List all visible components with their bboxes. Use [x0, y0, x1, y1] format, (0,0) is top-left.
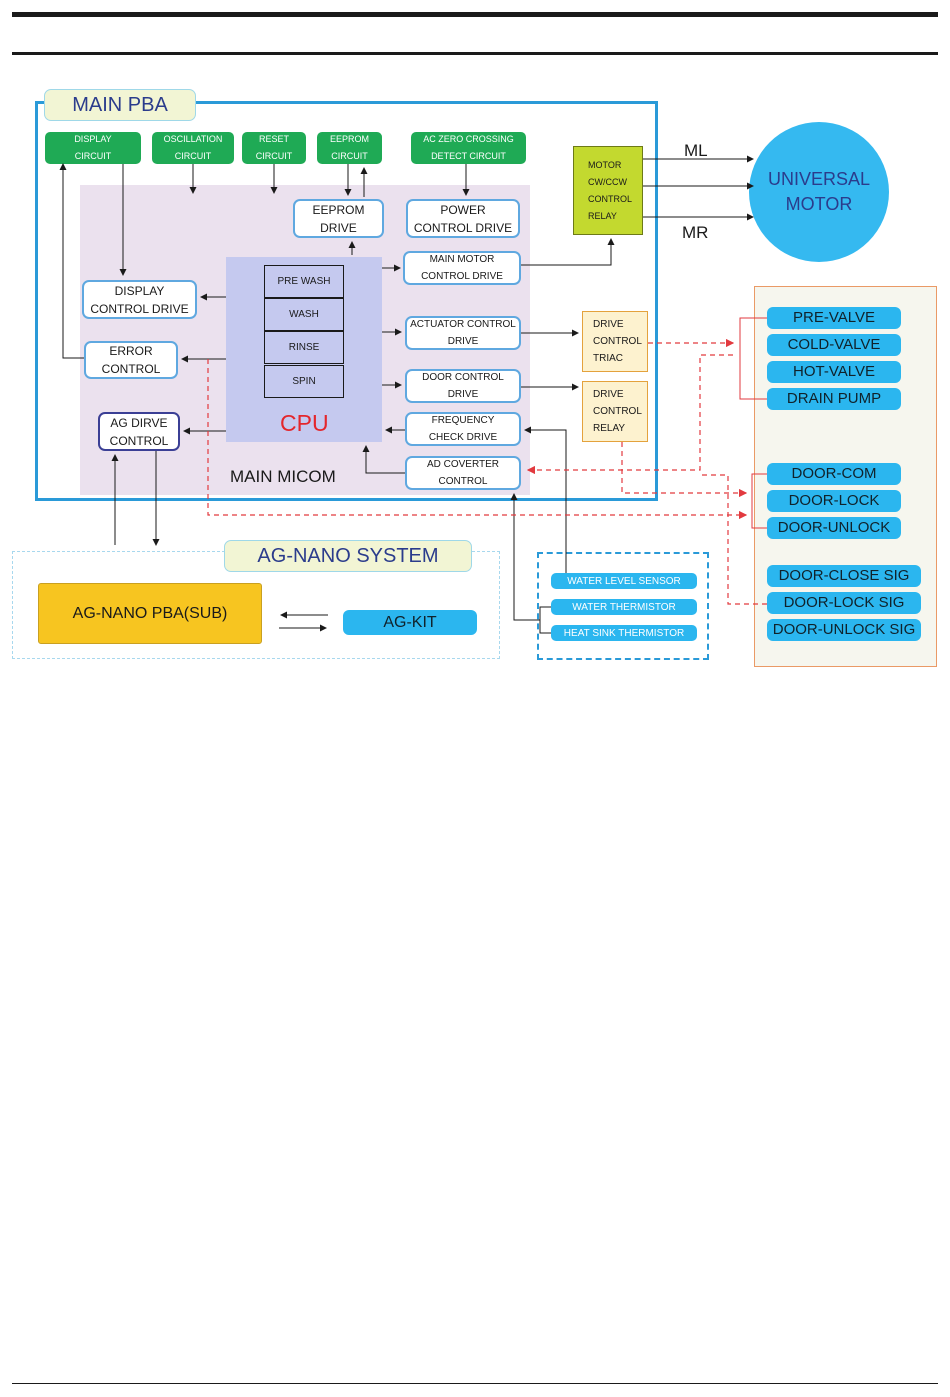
main-micom-label: MAIN MICOM: [230, 467, 336, 486]
actuator-control-drive: ACTUATOR CONTROL DRIVE: [405, 316, 521, 350]
frequency-check-drive: FREQUENCY CHECK DRIVE: [405, 412, 521, 446]
cpu-label: CPU: [280, 410, 329, 436]
error-to-display-circuit: [59, 163, 84, 359]
motor-ml-label: ML: [684, 141, 708, 160]
ag-nano-pba-sub: AG-NANO PBA(SUB): [38, 583, 262, 644]
display-circuit: DISPLAY CIRCUIT: [45, 132, 141, 164]
cpu-block: [226, 257, 382, 442]
door-close-sig: DOOR-CLOSE SIG: [767, 565, 921, 587]
power-control-drive: POWER CONTROL DRIVE: [406, 199, 520, 238]
drain-pump: DRAIN PUMP: [767, 388, 901, 410]
door-lock-sig: DOOR-LOCK SIG: [767, 592, 921, 614]
cpu-stage-pre-wash: PRE WASH: [264, 265, 344, 298]
universal-motor: UNIVERSAL MOTOR: [749, 122, 889, 262]
motor-cw-ccw-relay: MOTOR CW/CCW CONTROL RELAY: [573, 146, 643, 235]
display-control-drive: DISPLAY CONTROL DRIVE: [82, 280, 197, 319]
hot-valve: HOT-VALVE: [767, 361, 901, 383]
main-pba-title-text: MAIN PBA: [72, 93, 168, 116]
motor-mr-label: MR: [682, 223, 709, 242]
ag-nano-title-text: AG-NANO SYSTEM: [257, 544, 439, 567]
drive-control-relay: DRIVE CONTROL RELAY: [582, 381, 648, 442]
cpu-stage-spin: SPIN: [264, 365, 344, 398]
pre-valve: PRE-VALVE: [767, 307, 901, 329]
valve-feedback-to-ad: [526, 354, 733, 475]
oscillation-circuit: OSCILLATION CIRCUIT: [152, 132, 234, 164]
header-rule: [12, 52, 938, 55]
cpu-stage-wash: WASH: [264, 298, 344, 331]
footer-rule: [12, 1383, 938, 1384]
door-unlock-sig: DOOR-UNLOCK SIG: [767, 619, 921, 641]
ad-converter-control: AD COVERTER CONTROL: [405, 456, 521, 490]
door-signal-feedback: [700, 474, 767, 605]
door-com: DOOR-COM: [767, 463, 901, 485]
cpu-stage-rinse: RINSE: [264, 331, 344, 364]
ac-zero-crossing-circuit: AC ZERO CROSSING DETECT CIRCUIT: [411, 132, 526, 164]
error-control: ERROR CONTROL: [84, 341, 178, 379]
thermistors-to-ad-converter: [510, 493, 551, 621]
ag-kit: AG-KIT: [343, 610, 477, 635]
main-motor-control-drive: MAIN MOTOR CONTROL DRIVE: [403, 251, 521, 285]
drive-control-triac: DRIVE CONTROL TRIAC: [582, 311, 648, 372]
ag-nano-title: AG-NANO SYSTEM: [224, 540, 472, 572]
eeprom-circuit: EEPROM CIRCUIT: [317, 132, 382, 164]
eeprom-drive: EEPROM DRIVE: [293, 199, 384, 238]
water-level-to-frequency: [524, 426, 567, 573]
ag-drive-control: AG DIRVE CONTROL: [98, 412, 180, 451]
heat-sink-thermistor: HEAT SINK THERMISTOR: [551, 625, 697, 641]
door-output-bracket: [751, 473, 767, 529]
sensor-frame: [537, 552, 709, 660]
error-to-door-unlock: [207, 359, 748, 520]
water-level-sensor: WATER LEVEL SENSOR: [551, 573, 697, 589]
main-motor-to-relay: [521, 238, 615, 266]
water-thermistor: WATER THERMISTOR: [551, 599, 697, 615]
main-pba-title: MAIN PBA: [44, 89, 196, 121]
heat-sink-tap: [539, 620, 551, 634]
door-unlock: DOOR-UNLOCK: [767, 517, 901, 539]
door-lock: DOOR-LOCK: [767, 490, 901, 512]
top-rule: [12, 12, 938, 17]
main-pba-frame: [35, 101, 658, 501]
valve-bracket: [739, 317, 767, 400]
ad-converter-to-cpu: [362, 445, 405, 474]
cold-valve: COLD-VALVE: [767, 334, 901, 356]
door-control-drive: DOOR CONTROL DRIVE: [405, 369, 521, 403]
reset-circuit: RESET CIRCUIT: [242, 132, 306, 164]
